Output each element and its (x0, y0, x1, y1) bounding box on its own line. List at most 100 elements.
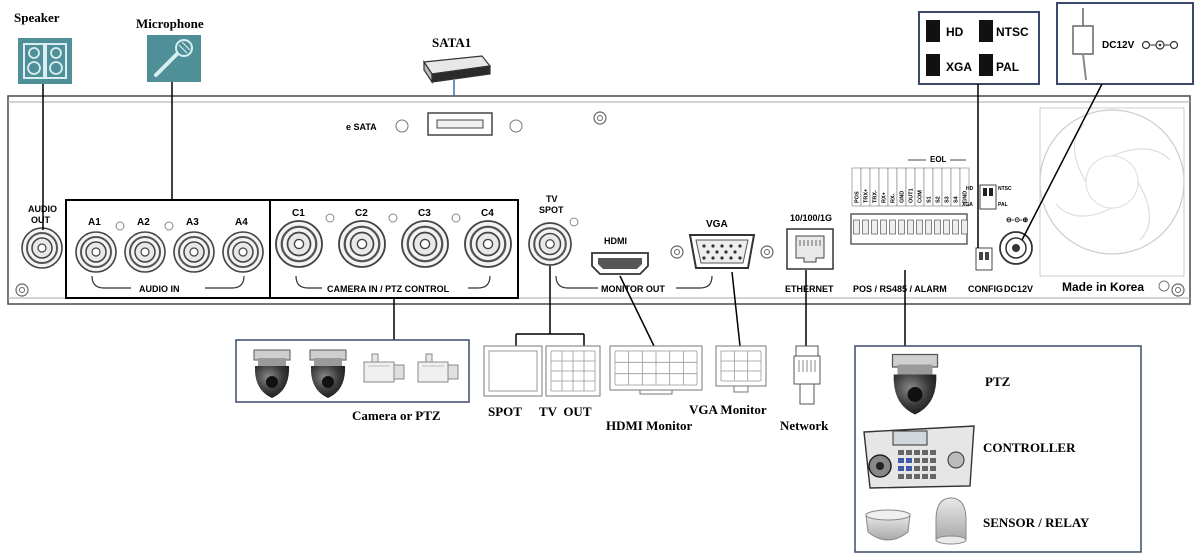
dc-line (1021, 83, 1103, 241)
audio-in-port-a1[interactable] (75, 231, 117, 273)
audio-out-port[interactable] (21, 227, 63, 269)
audio-in-label: AUDIO IN (139, 284, 180, 294)
audio-in-port-a2-label: A2 (137, 217, 150, 228)
dc12v-port[interactable] (999, 231, 1033, 265)
hard-drive-icon (422, 55, 492, 84)
config-dip-switch[interactable] (979, 184, 997, 210)
config-switch-inset: HD XGA NTSC PAL (918, 11, 1040, 85)
ptz-label: PTZ (985, 374, 1011, 389)
speaker-icon (18, 38, 72, 84)
camera-port-c4[interactable] (463, 219, 513, 269)
speaker-label: Speaker (14, 10, 60, 25)
camera-port-c3-label: C3 (418, 208, 431, 219)
sensor-icon (865, 509, 911, 541)
config-ntsc-label: NTSC (998, 186, 1012, 192)
rear-panel: e SATA AUDIO OUT A1 A2 A3 A4 AUDIO IN C1… (7, 95, 1191, 305)
terminal-screw[interactable] (961, 219, 968, 235)
audio-out-label-2: OUT (31, 215, 51, 225)
terminal-label-cell (959, 167, 970, 207)
camera-port-c3[interactable] (400, 219, 450, 269)
dc12v-label: DC12V (1004, 284, 1033, 294)
sensor-relay-label: SENSOR / RELAY (983, 515, 1090, 530)
controller-label: CONTROLLER (983, 440, 1076, 455)
camera-in-label: CAMERA IN / PTZ CONTROL (327, 284, 450, 294)
audio-in-port-a2[interactable] (124, 231, 166, 273)
terminal-screw[interactable] (943, 219, 950, 235)
hdmi-monitor-label: HDMI Monitor (606, 418, 693, 433)
hdmi-port[interactable] (591, 252, 649, 275)
config-pal-label: PAL (998, 202, 1008, 208)
terminal-label: GND (900, 191, 906, 203)
terminal-screw[interactable] (889, 219, 896, 235)
controller-key (906, 474, 912, 479)
tv-spot-label-2: SPOT (539, 205, 564, 215)
terminal-screw[interactable] (925, 219, 932, 235)
terminal-block[interactable] (850, 213, 968, 245)
controller-key (930, 458, 936, 463)
inset-hd-label: HD (946, 25, 964, 39)
vga-line (731, 271, 741, 347)
made-in-korea-label: Made in Korea (1062, 280, 1144, 294)
controller-key (906, 450, 912, 455)
hdmi-monitor-icon (609, 345, 703, 395)
controller-key (930, 474, 936, 479)
terminal-screw[interactable] (853, 219, 860, 235)
fan-grille (1039, 107, 1185, 277)
controller-key (914, 458, 920, 463)
tv-spot-port[interactable] (527, 221, 573, 267)
audio-in-port-a3-label: A3 (186, 217, 199, 228)
polarity-icon (1141, 40, 1179, 50)
camera-port-c4-label: C4 (481, 208, 494, 219)
tv-spot-label-1: TV (546, 194, 558, 204)
terminal-screw[interactable] (898, 219, 905, 235)
controller-key (922, 474, 928, 479)
controller-key (922, 458, 928, 463)
connection-lines (42, 82, 1103, 347)
audio-in-port-a4[interactable] (222, 231, 264, 273)
audio-in-port-a3[interactable] (173, 231, 215, 273)
terminal-screw[interactable] (871, 219, 878, 235)
network-label: Network (780, 418, 829, 433)
terminal-screw[interactable] (934, 219, 941, 235)
inset-pal-label: PAL (996, 60, 1019, 74)
terminal-label: COM (918, 190, 924, 203)
terminal-screw[interactable] (952, 219, 959, 235)
hdmi-line (619, 275, 655, 347)
terminal-screw[interactable] (907, 219, 914, 235)
audio-in-port-a4-label: A4 (235, 217, 248, 228)
controller-key (898, 466, 904, 471)
panel-screw (593, 111, 607, 125)
terminal-label: RX+ (882, 192, 888, 203)
terminal-label: TRX+ (864, 189, 870, 203)
terminal-screw[interactable] (880, 219, 887, 235)
camera-port-c2[interactable] (337, 219, 387, 269)
controller-key (906, 466, 912, 471)
pos-rs485-alarm-label: POS / RS485 / ALARM (853, 284, 947, 294)
controller-key (922, 466, 928, 471)
terminal-label: GND (963, 191, 969, 203)
vga-port[interactable] (688, 234, 756, 269)
terminal-label: S3 (945, 196, 951, 203)
vga-monitor-icon (715, 345, 767, 393)
camera-group-box (235, 339, 470, 403)
dc-power-inset: DC12V (1056, 2, 1194, 85)
monitor-out-label: MONITOR OUT (601, 284, 665, 294)
terminal-screw[interactable] (862, 219, 869, 235)
controller-key (914, 466, 920, 471)
tv-out-label: TV OUT (539, 404, 592, 419)
config-dip-switch-lower[interactable] (975, 247, 993, 271)
ethernet-port[interactable] (786, 228, 834, 270)
inset-dc12v-label: DC12V (1102, 40, 1135, 51)
config-xga-label: XGA (962, 202, 973, 208)
vga-label: VGA (706, 219, 728, 230)
camera-port-c1[interactable] (274, 219, 324, 269)
tv-out-monitor-icon (545, 345, 601, 397)
terminal-label: S4 (954, 195, 960, 203)
esata-port[interactable] (427, 112, 493, 136)
terminal-label: S2 (936, 196, 942, 203)
inset-ntsc-label: NTSC (996, 25, 1029, 39)
camera-port-c2-label: C2 (355, 208, 368, 219)
config-label: CONFIG (968, 284, 1003, 294)
terminal-screw[interactable] (916, 219, 923, 235)
